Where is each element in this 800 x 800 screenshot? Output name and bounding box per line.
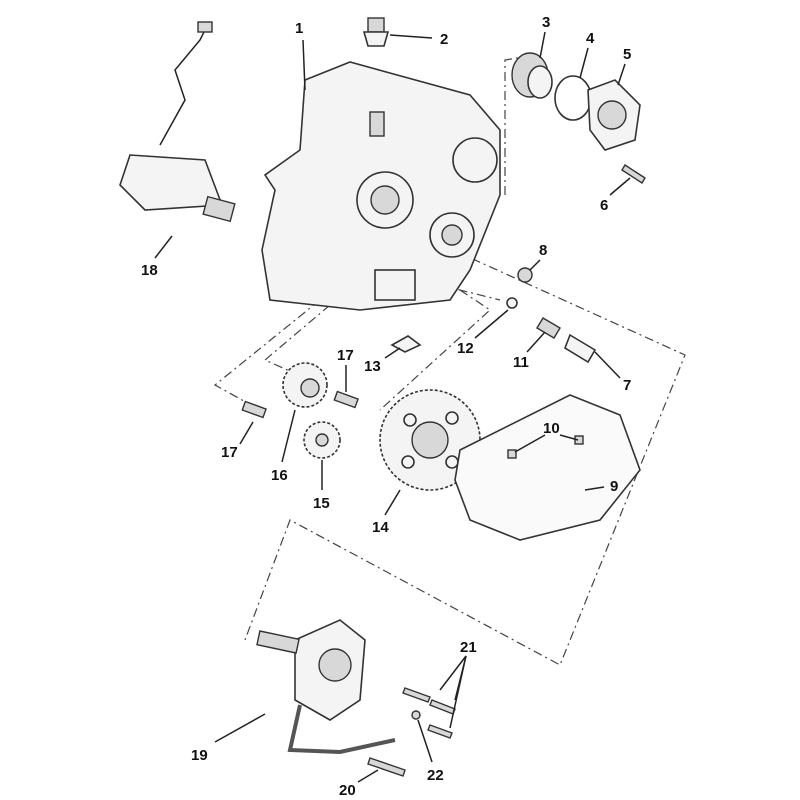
shaft-part — [333, 390, 359, 409]
callout-20: 20 — [339, 782, 356, 799]
callout-10: 10 — [543, 420, 560, 437]
callout-21: 21 — [460, 639, 477, 656]
idle-gear-part — [282, 362, 328, 408]
callout-1: 1 — [295, 20, 303, 37]
o-ring-part — [554, 75, 592, 121]
dowel-part — [574, 435, 584, 445]
gasket-part — [454, 394, 641, 541]
bolt-part — [367, 757, 406, 777]
callout-13: 13 — [364, 358, 381, 375]
dowel-part — [507, 449, 517, 459]
ball-part — [506, 297, 518, 309]
filter-cover-part — [587, 79, 641, 151]
leader-lines — [154, 31, 631, 783]
callout-6: 6 — [600, 197, 608, 214]
callout-18: 18 — [141, 262, 158, 279]
shaft-part — [241, 400, 267, 419]
pressure-switch-part — [362, 17, 390, 47]
callout-3: 3 — [542, 14, 550, 31]
callout-15: 15 — [313, 495, 330, 512]
callout-labels: 1 2 3 4 5 6 7 8 9 10 11 12 13 14 15 16 1… — [141, 14, 631, 799]
bolt-part — [429, 699, 456, 715]
callout-2: 2 — [440, 31, 448, 48]
callout-17: 17 — [221, 444, 238, 461]
bolt-part — [427, 724, 453, 739]
callout-16: 16 — [271, 467, 288, 484]
callout-11: 11 — [513, 354, 529, 371]
bearing-part — [517, 267, 533, 283]
callout-9: 9 — [610, 478, 618, 495]
starter-motor-part — [119, 21, 236, 223]
callout-7: 7 — [623, 377, 631, 394]
bolt-part — [402, 687, 431, 703]
callout-14: 14 — [372, 519, 389, 536]
reduction-gear-part — [303, 421, 341, 459]
washer-part — [411, 710, 421, 720]
crankcase-part — [261, 61, 501, 311]
callout-12: 12 — [457, 340, 474, 357]
callout-19: 19 — [191, 747, 208, 764]
callout-5: 5 — [623, 46, 631, 63]
callout-17: 17 — [337, 347, 354, 364]
spring-part — [536, 317, 561, 339]
bolt-part — [621, 164, 646, 184]
callout-8: 8 — [539, 242, 547, 259]
water-pump-part — [256, 619, 396, 755]
oil-filter-part — [511, 52, 553, 99]
callout-22: 22 — [427, 767, 444, 784]
plunger-part — [564, 333, 597, 364]
callout-4: 4 — [586, 30, 595, 47]
clip-part — [390, 335, 422, 353]
starter-clutch-gear-part — [379, 389, 481, 491]
